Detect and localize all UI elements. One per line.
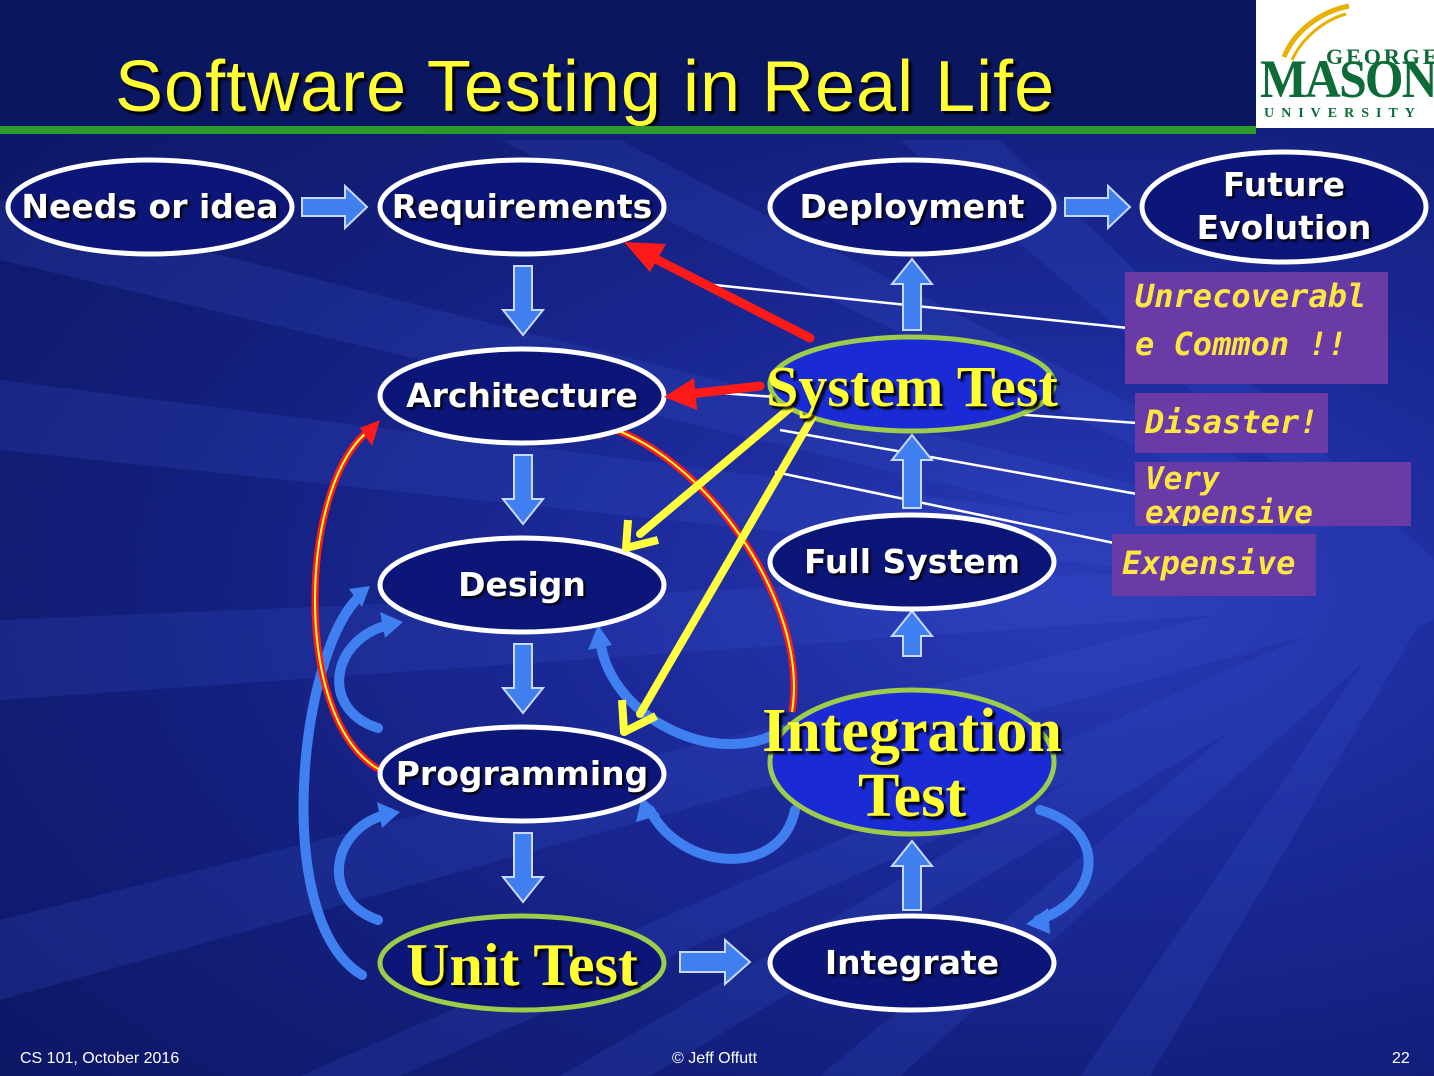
label-full-system: Full System [804,541,1020,581]
note-expensive: Expensive [1112,534,1316,596]
arrow-systemtest-to-deployment [889,257,935,331]
arrow-integrationtest-to-fullsystem [889,609,935,657]
curve-programming-to-architecture [311,427,382,774]
arrow-architecture-to-design [500,454,546,526]
feedback-curve-heads [349,586,1050,934]
arrow-needs-to-requirements [301,183,369,231]
curve-head-6 [1026,908,1050,934]
node-deployment [767,157,1057,257]
logo-line-3: UNIVERSITY [1264,106,1422,121]
red-arrow-head-2 [664,378,697,410]
red-arrow-to-requirements [643,250,815,343]
red-arrow-head-1 [624,242,666,272]
footer-page-number: 22 [1392,1050,1410,1067]
label-integrate: Integrate [824,942,1000,982]
curve-head-2 [377,802,400,828]
arrow-deployment-to-evolution [1064,183,1132,231]
curve-programming-to-design [334,620,393,733]
label-needs: Needs or idea [21,186,279,226]
arrow-unittest-to-integrate [679,937,752,987]
curve-unittest-to-design [298,591,367,980]
curve-head-5 [636,796,660,822]
yellow-arrow-to-programming [636,414,816,718]
connector-very-expensive [779,428,1138,496]
arrow-requirements-to-architecture [500,265,546,337]
note-unrecoverable: Unrecoverable Common !! [1125,272,1388,384]
node-integrate [767,913,1057,1013]
label-future-evolution: Future Evolution [1196,165,1372,247]
red-arrow-to-architecture [685,381,765,399]
red-arrows [643,250,815,399]
university-logo: GEORGE MASON UNIVERSITY [1256,0,1434,128]
node-design [377,535,667,635]
connector-expensive [774,470,1115,545]
slide-title: Software Testing in Real Life [115,47,1056,127]
yellow-arrow-to-design [636,404,794,538]
node-future-evolution [1139,149,1429,265]
label-requirements: Requirements [391,186,653,226]
node-system-test [767,334,1057,434]
curve-head-4 [588,625,612,650]
note-disaster: Disaster! [1135,393,1328,453]
label-architecture: Architecture [406,375,638,415]
label-deployment: Deployment [799,186,1025,226]
yellow-arrow-head-1 [622,519,659,552]
title-underline [0,126,1256,134]
node-unit-test [377,913,667,1013]
curve-unittest-to-programming [334,810,390,925]
logo-swoosh-icon [1281,3,1350,61]
node-integration-test [767,687,1057,837]
logo-line-2: MASON [1260,49,1434,109]
curve-integration-to-design [595,635,787,750]
curve-head-3 [349,586,370,607]
arrow-programming-to-unittest [500,832,546,904]
curve-head-1 [380,612,403,638]
feedback-curves [298,591,1094,980]
node-requirements [377,157,667,257]
label-unit-test: Unit Test [406,931,638,998]
arrow-design-to-programming [500,643,546,715]
label-system-test: System Test [766,353,1058,419]
node-programming [377,724,667,824]
arrow-fullsystem-to-systemtest [889,433,935,509]
yellow-arrows [636,404,816,718]
node-shapes [5,149,1429,1013]
footer-author: © Jeff Offutt [672,1050,758,1067]
label-programming: Programming [395,753,649,793]
note-very-expensive: Very expensive [1135,462,1411,526]
curve-integration-to-integrate [1033,805,1094,925]
label-integration-test: Integration Test [762,696,1062,830]
label-design: Design [458,564,586,604]
footer-course: CS 101, October 2016 [20,1050,180,1067]
flow-arrows [301,183,1132,987]
arrow-integrate-to-integrationtest [889,839,935,911]
header-band [0,0,1256,128]
node-full-system [767,512,1057,612]
node-needs [5,157,295,257]
curve-head-red-1 [360,420,380,446]
node-architecture [377,346,667,446]
logo-line-1: GEORGE [1326,44,1434,69]
yellow-arrow-head-2 [618,699,658,736]
curve-integration-to-programming [645,805,800,864]
